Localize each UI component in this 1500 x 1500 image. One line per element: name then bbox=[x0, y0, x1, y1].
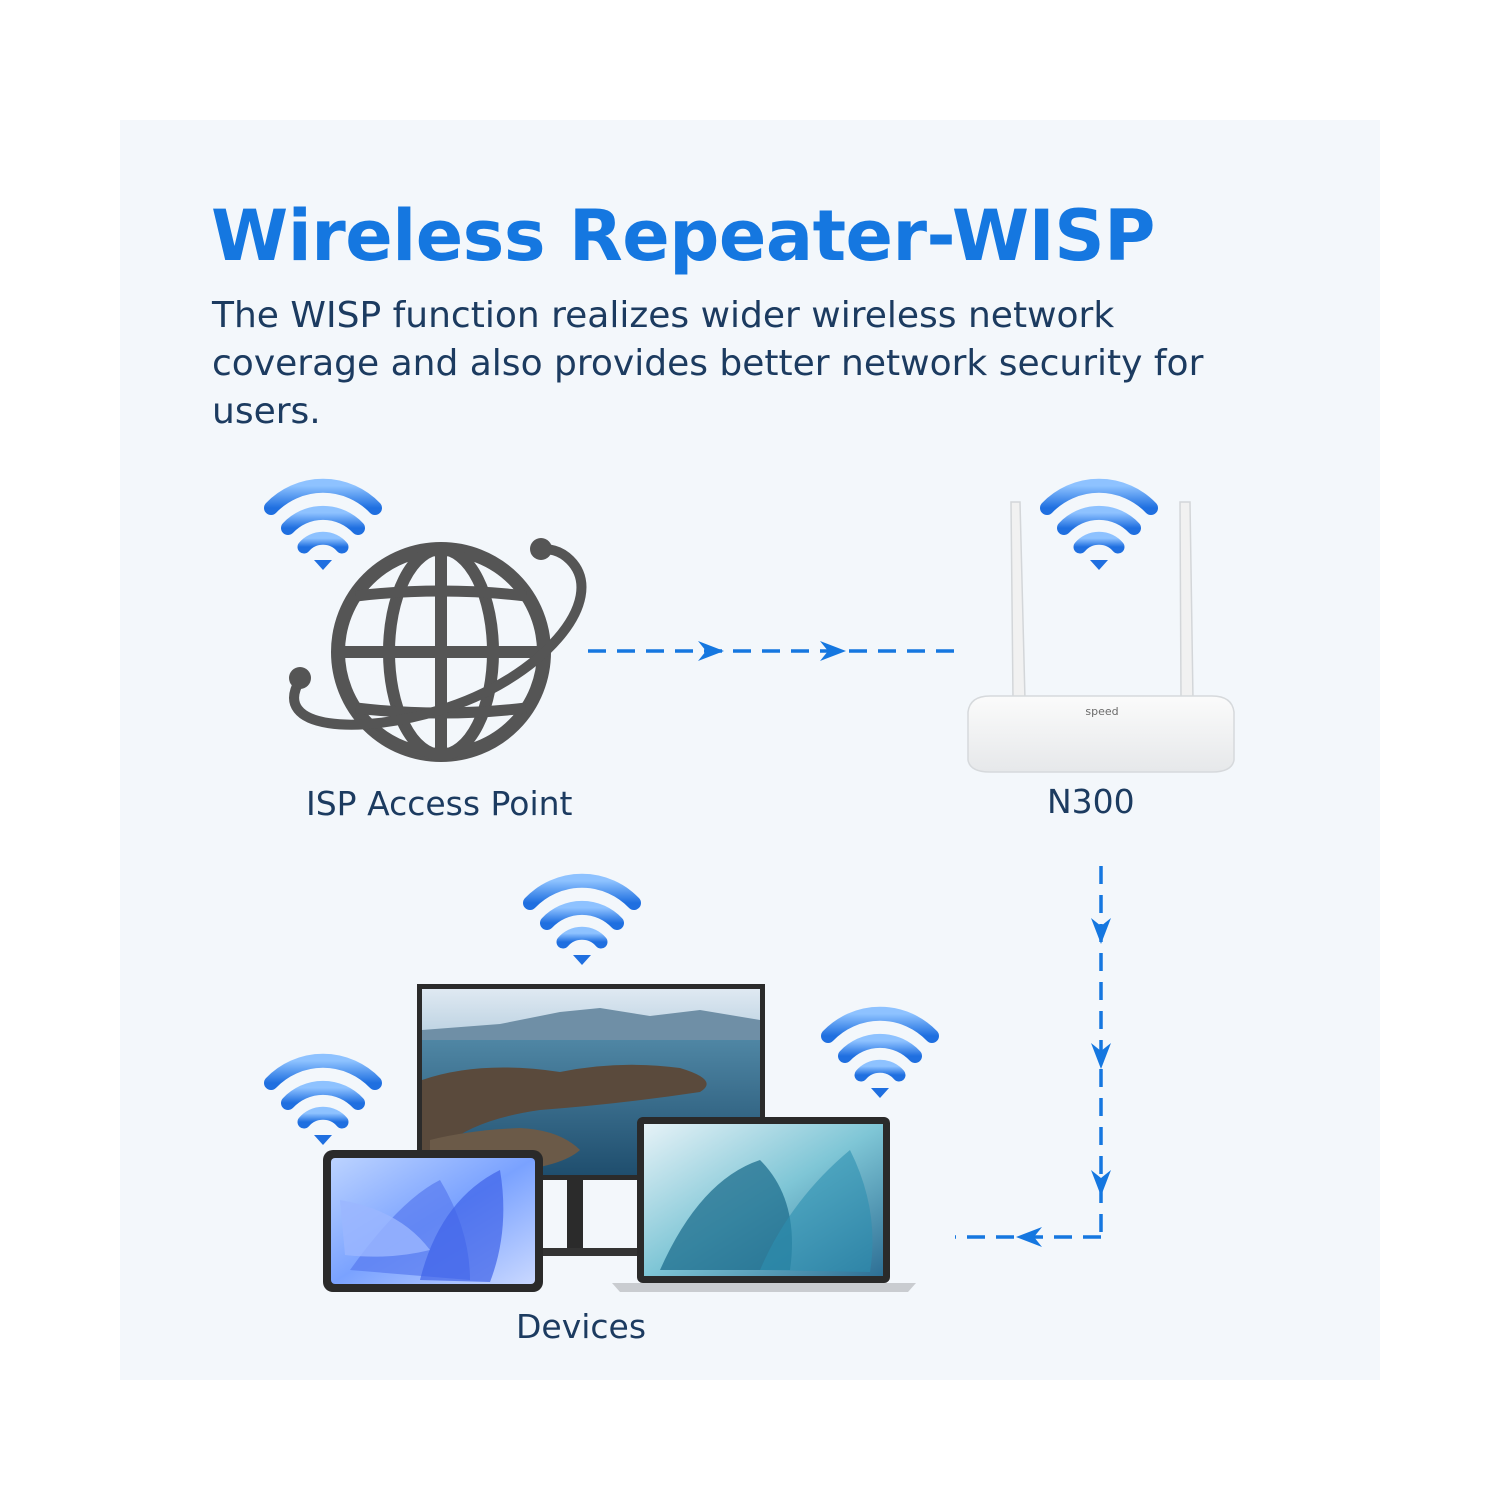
laptop-icon bbox=[612, 1117, 916, 1292]
devices-label: Devices bbox=[516, 1307, 647, 1346]
isp-access-point-label: ISP Access Point bbox=[306, 784, 573, 823]
tablet-icon bbox=[323, 1150, 543, 1292]
wifi-icon bbox=[828, 1014, 932, 1098]
wifi-icon bbox=[1047, 486, 1151, 570]
page-description: The WISP function realizes wider wireles… bbox=[212, 295, 1204, 432]
flow-arrow-router-devices bbox=[955, 866, 1111, 1247]
devices-icon bbox=[271, 881, 932, 1292]
wifi-icon bbox=[271, 1061, 375, 1145]
page-title: Wireless Repeater-WISP bbox=[211, 195, 1155, 277]
flow-arrow-isp-router bbox=[588, 641, 955, 661]
wifi-icon bbox=[530, 881, 634, 965]
router-brand: speed bbox=[1085, 705, 1118, 718]
wifi-icon bbox=[271, 486, 375, 570]
globe-icon bbox=[271, 486, 587, 762]
router-icon: speed bbox=[967, 486, 1235, 773]
router-label: N300 bbox=[1047, 782, 1135, 821]
